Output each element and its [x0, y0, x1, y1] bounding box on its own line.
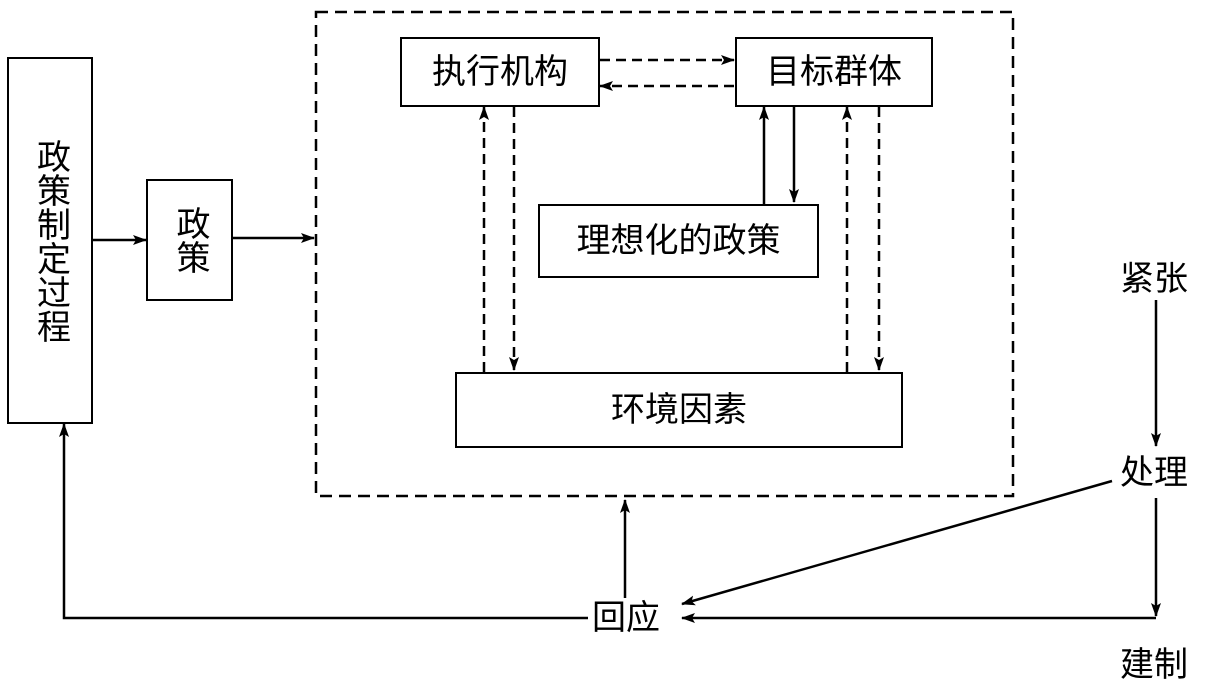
- arrow-response-to-process: [59, 423, 588, 620]
- response-label: 回应: [592, 598, 660, 638]
- idealized-policy-box: 理想化的政策: [538, 204, 819, 278]
- policy-making-process-label: 政策制定过程: [30, 138, 71, 343]
- policy-label: 政策: [170, 206, 210, 274]
- policy-making-process-box: 政策制定过程: [7, 57, 93, 424]
- environmental-factors-box: 环境因素: [455, 372, 903, 448]
- establishment-label: 建制: [1120, 645, 1188, 685]
- policy-box: 政策: [146, 179, 233, 301]
- implementing-agency-box: 执行机构: [400, 37, 600, 107]
- target-group-label: 目标群体: [766, 52, 902, 92]
- target-group-box: 目标群体: [735, 37, 933, 107]
- tension-label: 紧张: [1120, 259, 1188, 299]
- implementing-agency-label: 执行机构: [432, 52, 568, 92]
- arrow-handling-to-response: [681, 479, 1113, 606]
- environmental-factors-label: 环境因素: [611, 390, 747, 430]
- implementation-boundary: [314, 10, 1015, 498]
- handling-label: 处理: [1120, 453, 1188, 493]
- idealized-policy-label: 理想化的政策: [576, 221, 781, 261]
